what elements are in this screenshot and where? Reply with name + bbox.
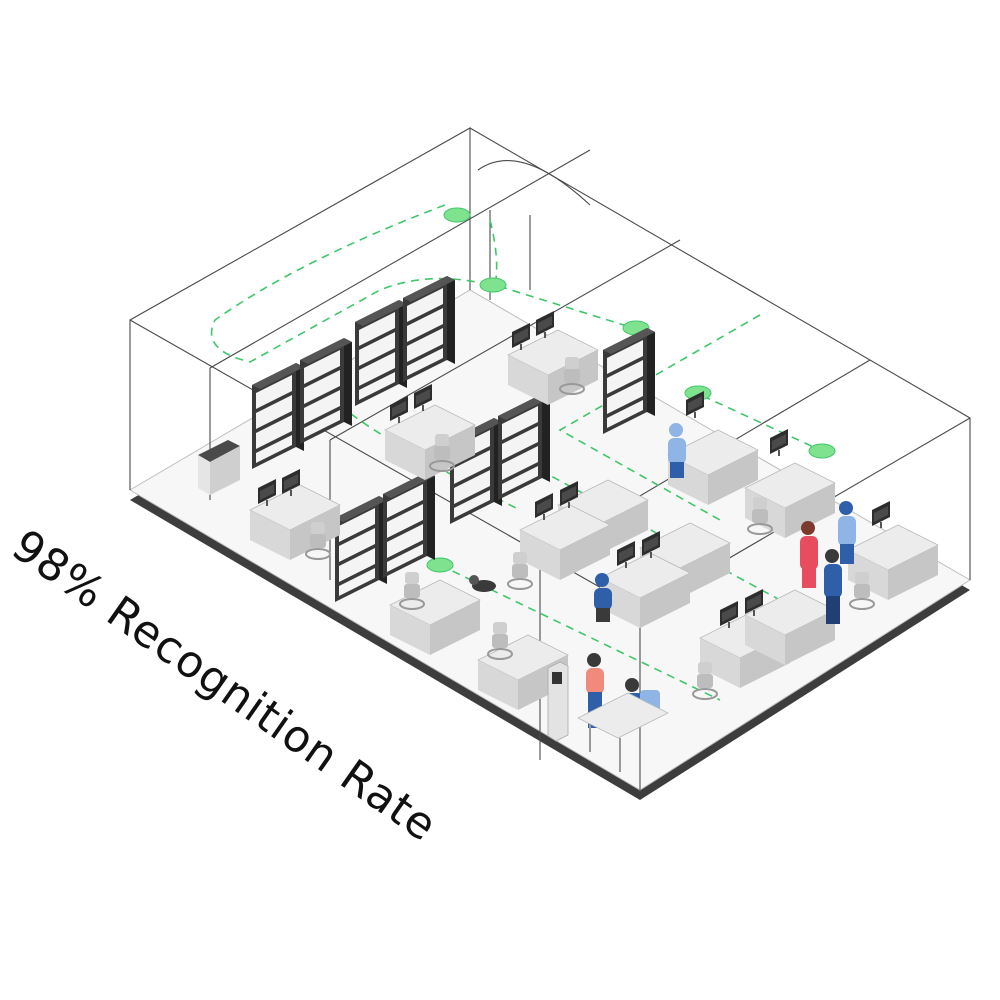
printer-icon [198,440,240,495]
kiosk-icon [547,661,569,742]
dog-icon [469,575,496,592]
desk-icon [577,692,669,772]
